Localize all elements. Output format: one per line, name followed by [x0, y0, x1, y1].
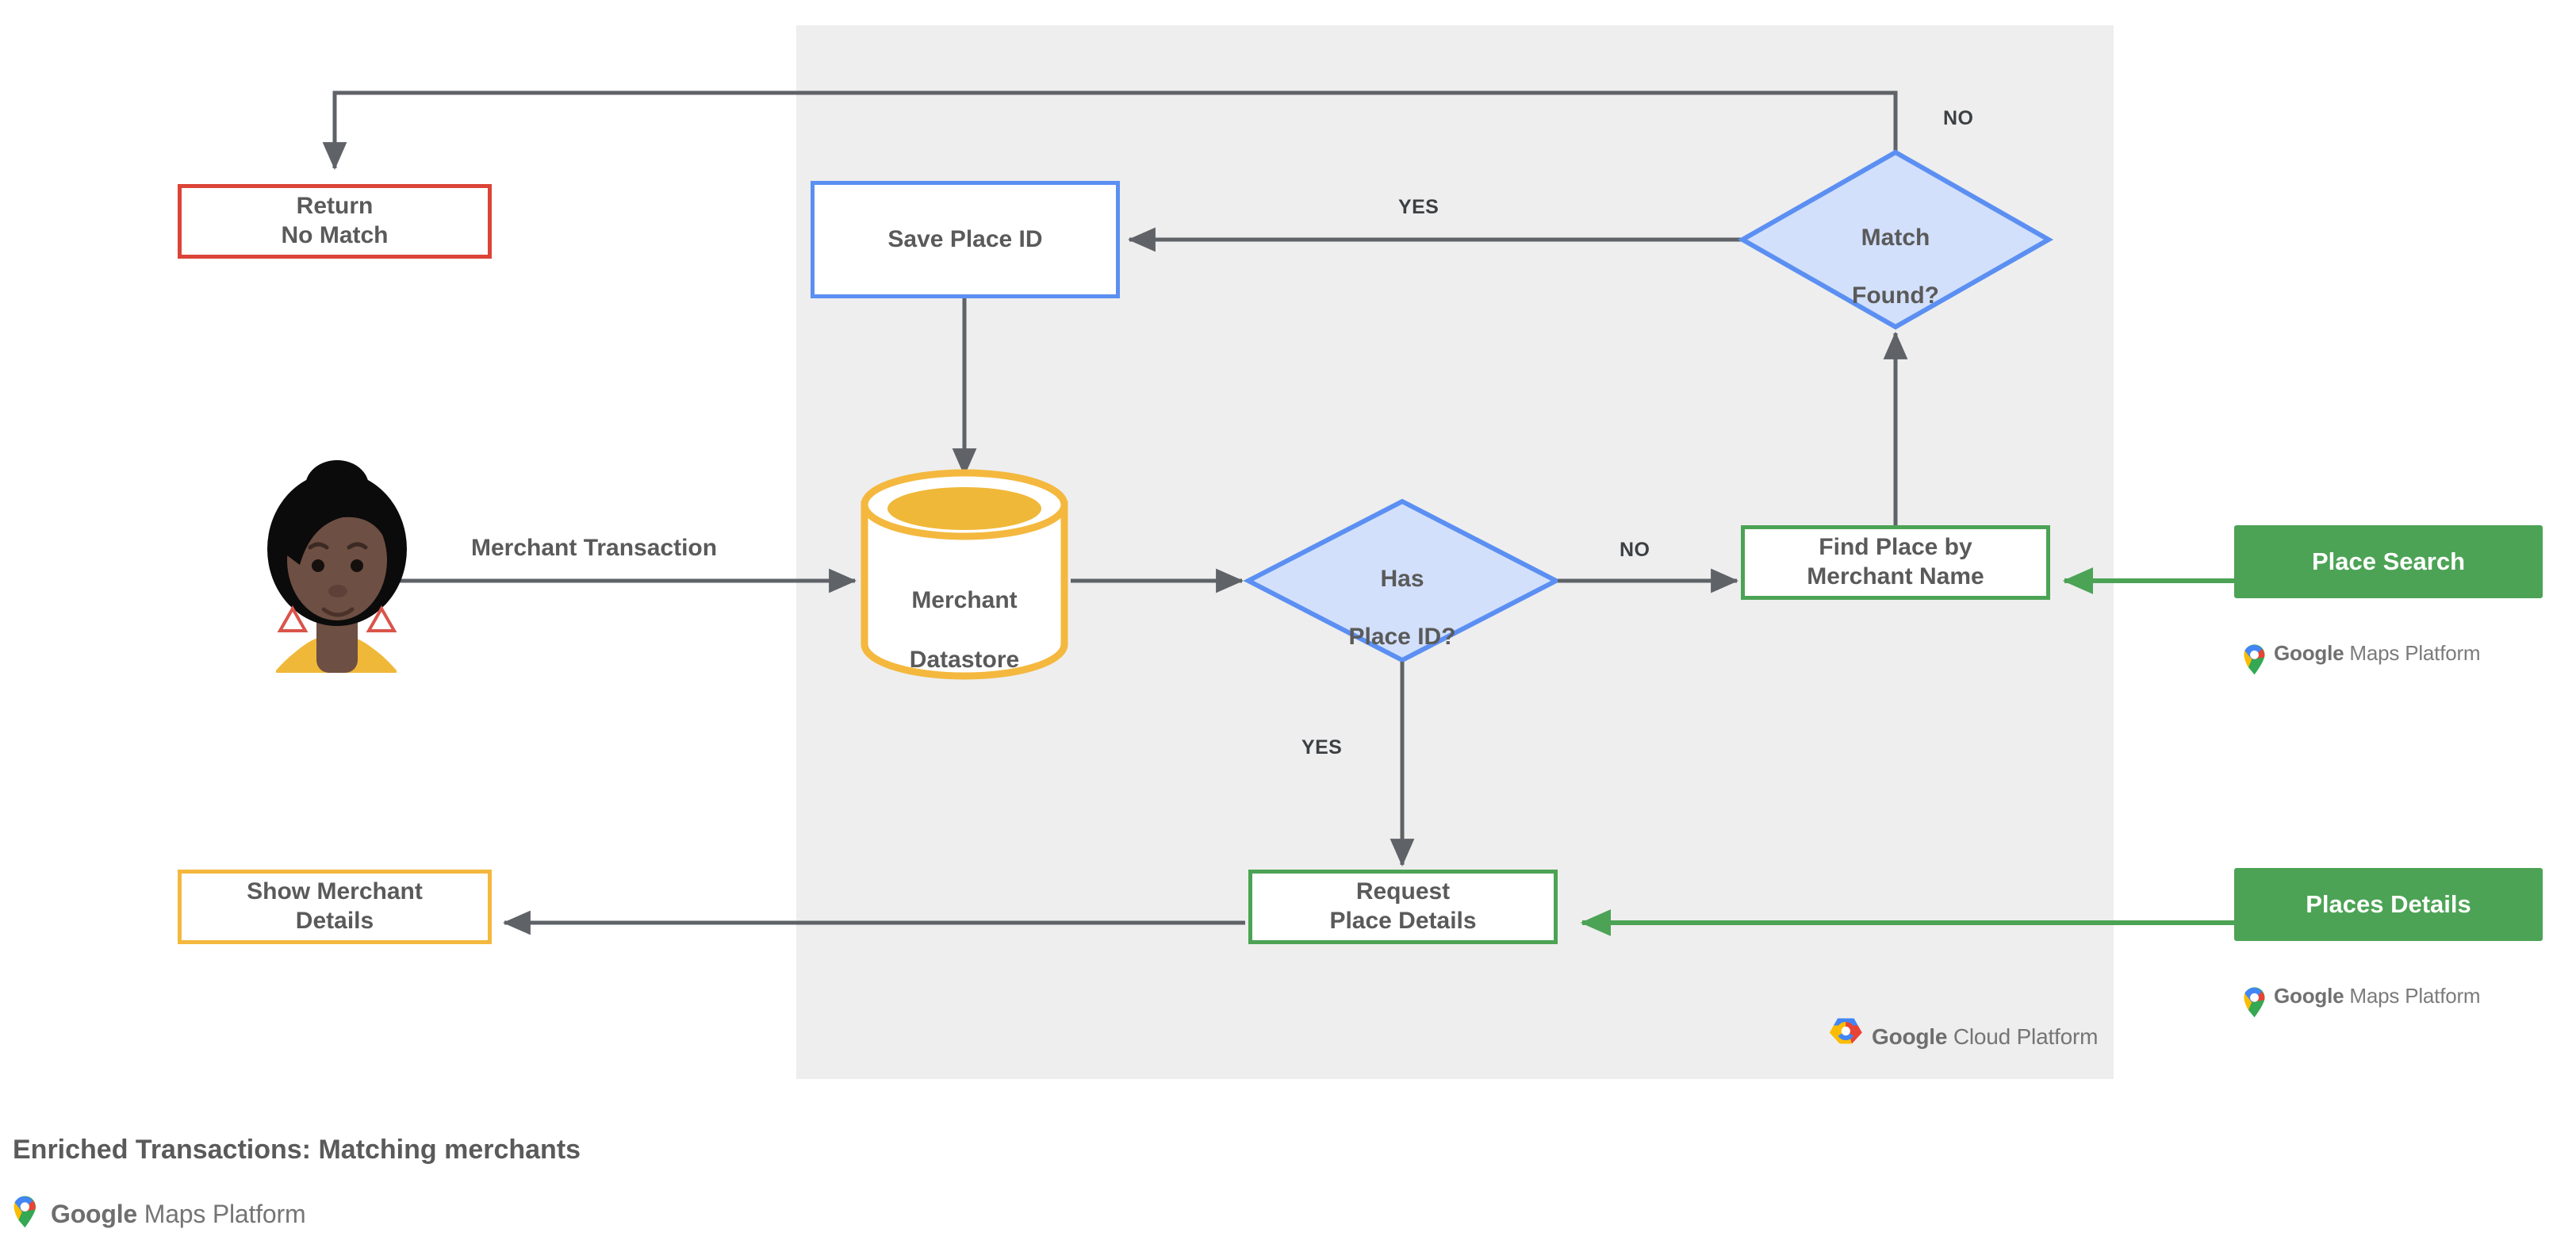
node-return-no-match-label: Return No Match [282, 192, 389, 250]
gcp-brand-cloud-platform: Cloud Platform [1953, 1024, 2099, 1049]
edge-label-yes-has-place-id: YES [1301, 736, 1343, 758]
gmp-brand-google-2: Google [2274, 983, 2344, 1008]
google-maps-pin-icon-places-details [2244, 987, 2265, 1018]
edge-label-yes-match-found: YES [1398, 196, 1439, 218]
node-place-search-label: Place Search [2311, 547, 2466, 576]
node-save-place-id[interactable]: Save Place ID [811, 181, 1120, 298]
caption-gmp-wordmark: Google Maps Platform [51, 1199, 306, 1229]
google-cloud-platform-lockup: Google Cloud Platform [1824, 1020, 2098, 1054]
google-maps-pin-icon-caption [13, 1196, 36, 1228]
node-find-place-line1: Find Place by [1819, 534, 1972, 561]
node-request-place-details[interactable]: Request Place Details [1248, 870, 1558, 944]
edge-label-merchant-transaction: Merchant Transaction [471, 535, 718, 561]
google-cloud-platform-icon [1829, 1018, 1862, 1044]
node-return-no-match-line2: No Match [281, 222, 389, 248]
node-save-place-id-label: Save Place ID [887, 225, 1043, 252]
google-maps-pin-icon-place-search [2244, 644, 2265, 675]
gmp-brand-maps-platform-1: Maps Platform [2349, 640, 2481, 665]
gmp-wordmark-places-details: Google Maps Platform [2274, 983, 2481, 1008]
node-return-no-match[interactable]: Return No Match [178, 184, 492, 259]
edge-label-no-has-place-id: NO [1620, 539, 1650, 561]
node-places-details[interactable]: Places Details [2234, 868, 2543, 941]
match-found-diamond [1737, 149, 2054, 330]
page-caption: Enriched Transactions: Matching merchant… [13, 1135, 581, 1165]
merchant-datastore-cylinder [861, 469, 1068, 680]
node-show-merchant-details-line1: Show Merchant [247, 878, 423, 905]
gmp-brand-maps-platform-2: Maps Platform [2349, 983, 2481, 1008]
node-request-place-details-line1: Request [1355, 878, 1451, 905]
node-return-no-match-line1: Return [296, 193, 374, 220]
node-show-merchant-details-label: Show Merchant Details [247, 878, 423, 935]
google-maps-platform-lockup-place-search: Google Maps Platform [2240, 636, 2481, 670]
has-place-id-diamond [1243, 498, 1562, 663]
node-show-merchant-details-line2: Details [295, 908, 374, 934]
caption-gmp-brand-google: Google [51, 1199, 138, 1228]
caption-gmp-brand-maps-platform: Maps Platform [144, 1199, 306, 1228]
gmp-wordmark-place-search: Google Maps Platform [2274, 640, 2481, 666]
gcp-wordmark: Google Cloud Platform [1872, 1024, 2098, 1050]
customer-avatar-graphic [267, 460, 407, 673]
caption-google-maps-platform-lockup: Google Maps Platform [11, 1195, 306, 1233]
gcp-brand-google: Google [1872, 1024, 1948, 1049]
node-places-details-label: Places Details [2306, 890, 2471, 919]
node-show-merchant-details[interactable]: Show Merchant Details [178, 870, 492, 944]
node-place-search[interactable]: Place Search [2234, 525, 2543, 598]
node-find-place-by-merchant-name[interactable]: Find Place by Merchant Name [1741, 525, 2050, 600]
gmp-brand-google-1: Google [2274, 640, 2344, 665]
node-find-place-line2: Merchant Name [1807, 563, 1984, 590]
node-request-place-details-line2: Place Details [1329, 908, 1477, 934]
node-find-place-label: Find Place by Merchant Name [1807, 533, 1984, 591]
connector-match-found-to-return-no-match [322, 90, 1898, 171]
edge-label-no-match-found: NO [1943, 107, 1974, 129]
node-request-place-details-label: Request Place Details [1329, 878, 1476, 935]
google-maps-platform-lockup-places-details: Google Maps Platform [2240, 979, 2481, 1012]
